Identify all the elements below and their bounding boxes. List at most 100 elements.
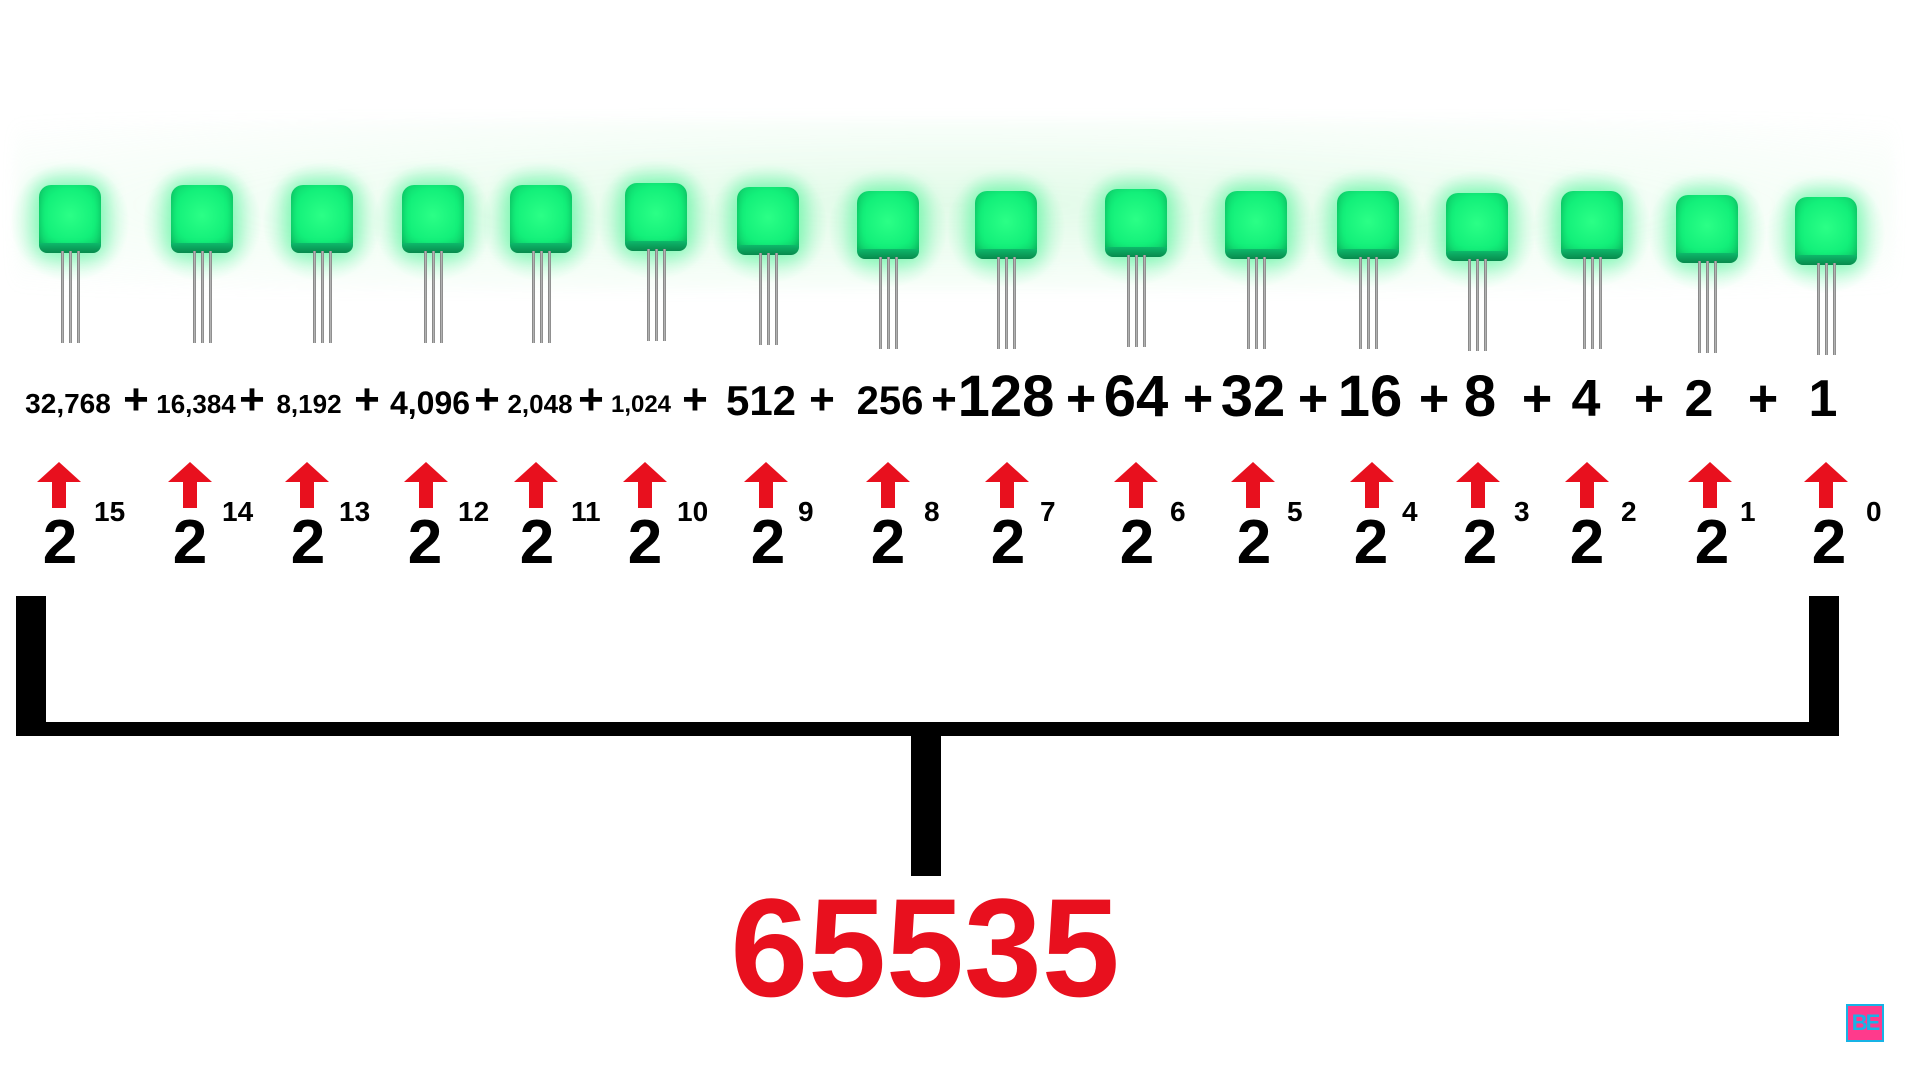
led-base (737, 245, 799, 255)
led-icon (597, 161, 715, 363)
led-base (1446, 251, 1508, 261)
led-leg (1143, 255, 1146, 347)
led-icon (1309, 169, 1427, 371)
led-leg (532, 251, 535, 343)
led-icon (263, 163, 381, 365)
arrow-shaft (529, 481, 543, 508)
led-leg (1833, 263, 1836, 355)
power-exponent: 15 (94, 496, 126, 527)
term-value: 2 (1684, 369, 1714, 428)
power-exponent: 13 (339, 496, 371, 527)
power-exponent: 7 (1040, 496, 1056, 527)
term-value: 512 (725, 376, 797, 424)
term-value: 2,048 (507, 389, 573, 420)
led-icon (1533, 169, 1651, 371)
led-icon (709, 165, 827, 367)
led-leg (424, 251, 427, 343)
arrow-shaft (52, 481, 66, 508)
led-leg (193, 251, 196, 343)
arrow-head (404, 462, 448, 482)
up-arrow-icon (1565, 462, 1609, 508)
power-exponent: 6 (1170, 496, 1186, 527)
arrow-head (1565, 462, 1609, 482)
power-exponent: 10 (677, 496, 709, 527)
led-body (1795, 197, 1857, 265)
power-base: 2 (990, 508, 1026, 577)
led-icon (1418, 171, 1536, 373)
led-leg (655, 249, 658, 341)
led-leg (1013, 257, 1016, 349)
led-body (510, 185, 572, 253)
led-leg (321, 251, 324, 343)
plus-sign: + (1521, 369, 1553, 428)
arrow-head (37, 462, 81, 482)
arrow-head (623, 462, 667, 482)
term-value: 1 (1808, 369, 1838, 428)
arrow-head (514, 462, 558, 482)
led-base (1105, 247, 1167, 257)
led-base (975, 249, 1037, 259)
term-value: 4,096 (389, 384, 471, 421)
led-leg (1135, 255, 1138, 347)
power-exponent: 0 (1866, 496, 1882, 527)
led-body (402, 185, 464, 253)
arrow-head (1114, 462, 1158, 482)
led-icon (1648, 173, 1766, 375)
power-exponent: 9 (798, 496, 814, 527)
term-value: 64 (1103, 364, 1169, 430)
led-icon (947, 169, 1065, 371)
power-base: 2 (1462, 508, 1498, 577)
led-leg (767, 253, 770, 345)
total-value: 65535 (730, 869, 1120, 1026)
led-body (1446, 193, 1508, 261)
term-value: 256 (856, 379, 924, 424)
led-leg (77, 251, 80, 343)
term-value: 128 (957, 364, 1055, 430)
led-body (1105, 189, 1167, 257)
up-arrow-icon (1231, 462, 1275, 508)
led-base (39, 243, 101, 253)
arrow-head (744, 462, 788, 482)
power-base: 2 (627, 508, 663, 577)
arrow-shaft (759, 481, 773, 508)
arrow-head (1456, 462, 1500, 482)
led-leg (1247, 257, 1250, 349)
led-leg (1127, 255, 1130, 347)
led-leg (775, 253, 778, 345)
led-icon (482, 163, 600, 365)
led-base (625, 241, 687, 251)
bracket-horizontal-bar (16, 722, 1839, 736)
led-base (291, 243, 353, 253)
term-value: 8,192 (276, 389, 342, 420)
led-body (1561, 191, 1623, 259)
led-leg (997, 257, 1000, 349)
arrow-shaft (1471, 481, 1485, 508)
led-leg (1698, 261, 1701, 353)
up-arrow-icon (404, 462, 448, 508)
led-leg (1714, 261, 1717, 353)
plus-sign: + (809, 375, 835, 425)
led-icon (143, 163, 261, 365)
power-exponent: 14 (222, 496, 254, 527)
arrow-shaft (881, 481, 895, 508)
led-base (1795, 255, 1857, 265)
plus-sign: + (123, 375, 149, 425)
up-arrow-icon (1456, 462, 1500, 508)
arrow-head (866, 462, 910, 482)
term-value: 32,768 (25, 387, 111, 419)
power-exponent: 8 (924, 496, 940, 527)
led-base (1676, 253, 1738, 263)
up-arrow-icon (866, 462, 910, 508)
arrow-head (1231, 462, 1275, 482)
up-arrow-icon (1114, 462, 1158, 508)
term-value: 1,024 (610, 390, 672, 418)
led-icon (829, 169, 947, 371)
power-base: 2 (1569, 508, 1605, 577)
led-base (510, 243, 572, 253)
power-base: 2 (1236, 508, 1272, 577)
led-base (402, 243, 464, 253)
led-leg (1599, 257, 1602, 349)
led-leg (61, 251, 64, 343)
led-leg (1484, 259, 1487, 351)
